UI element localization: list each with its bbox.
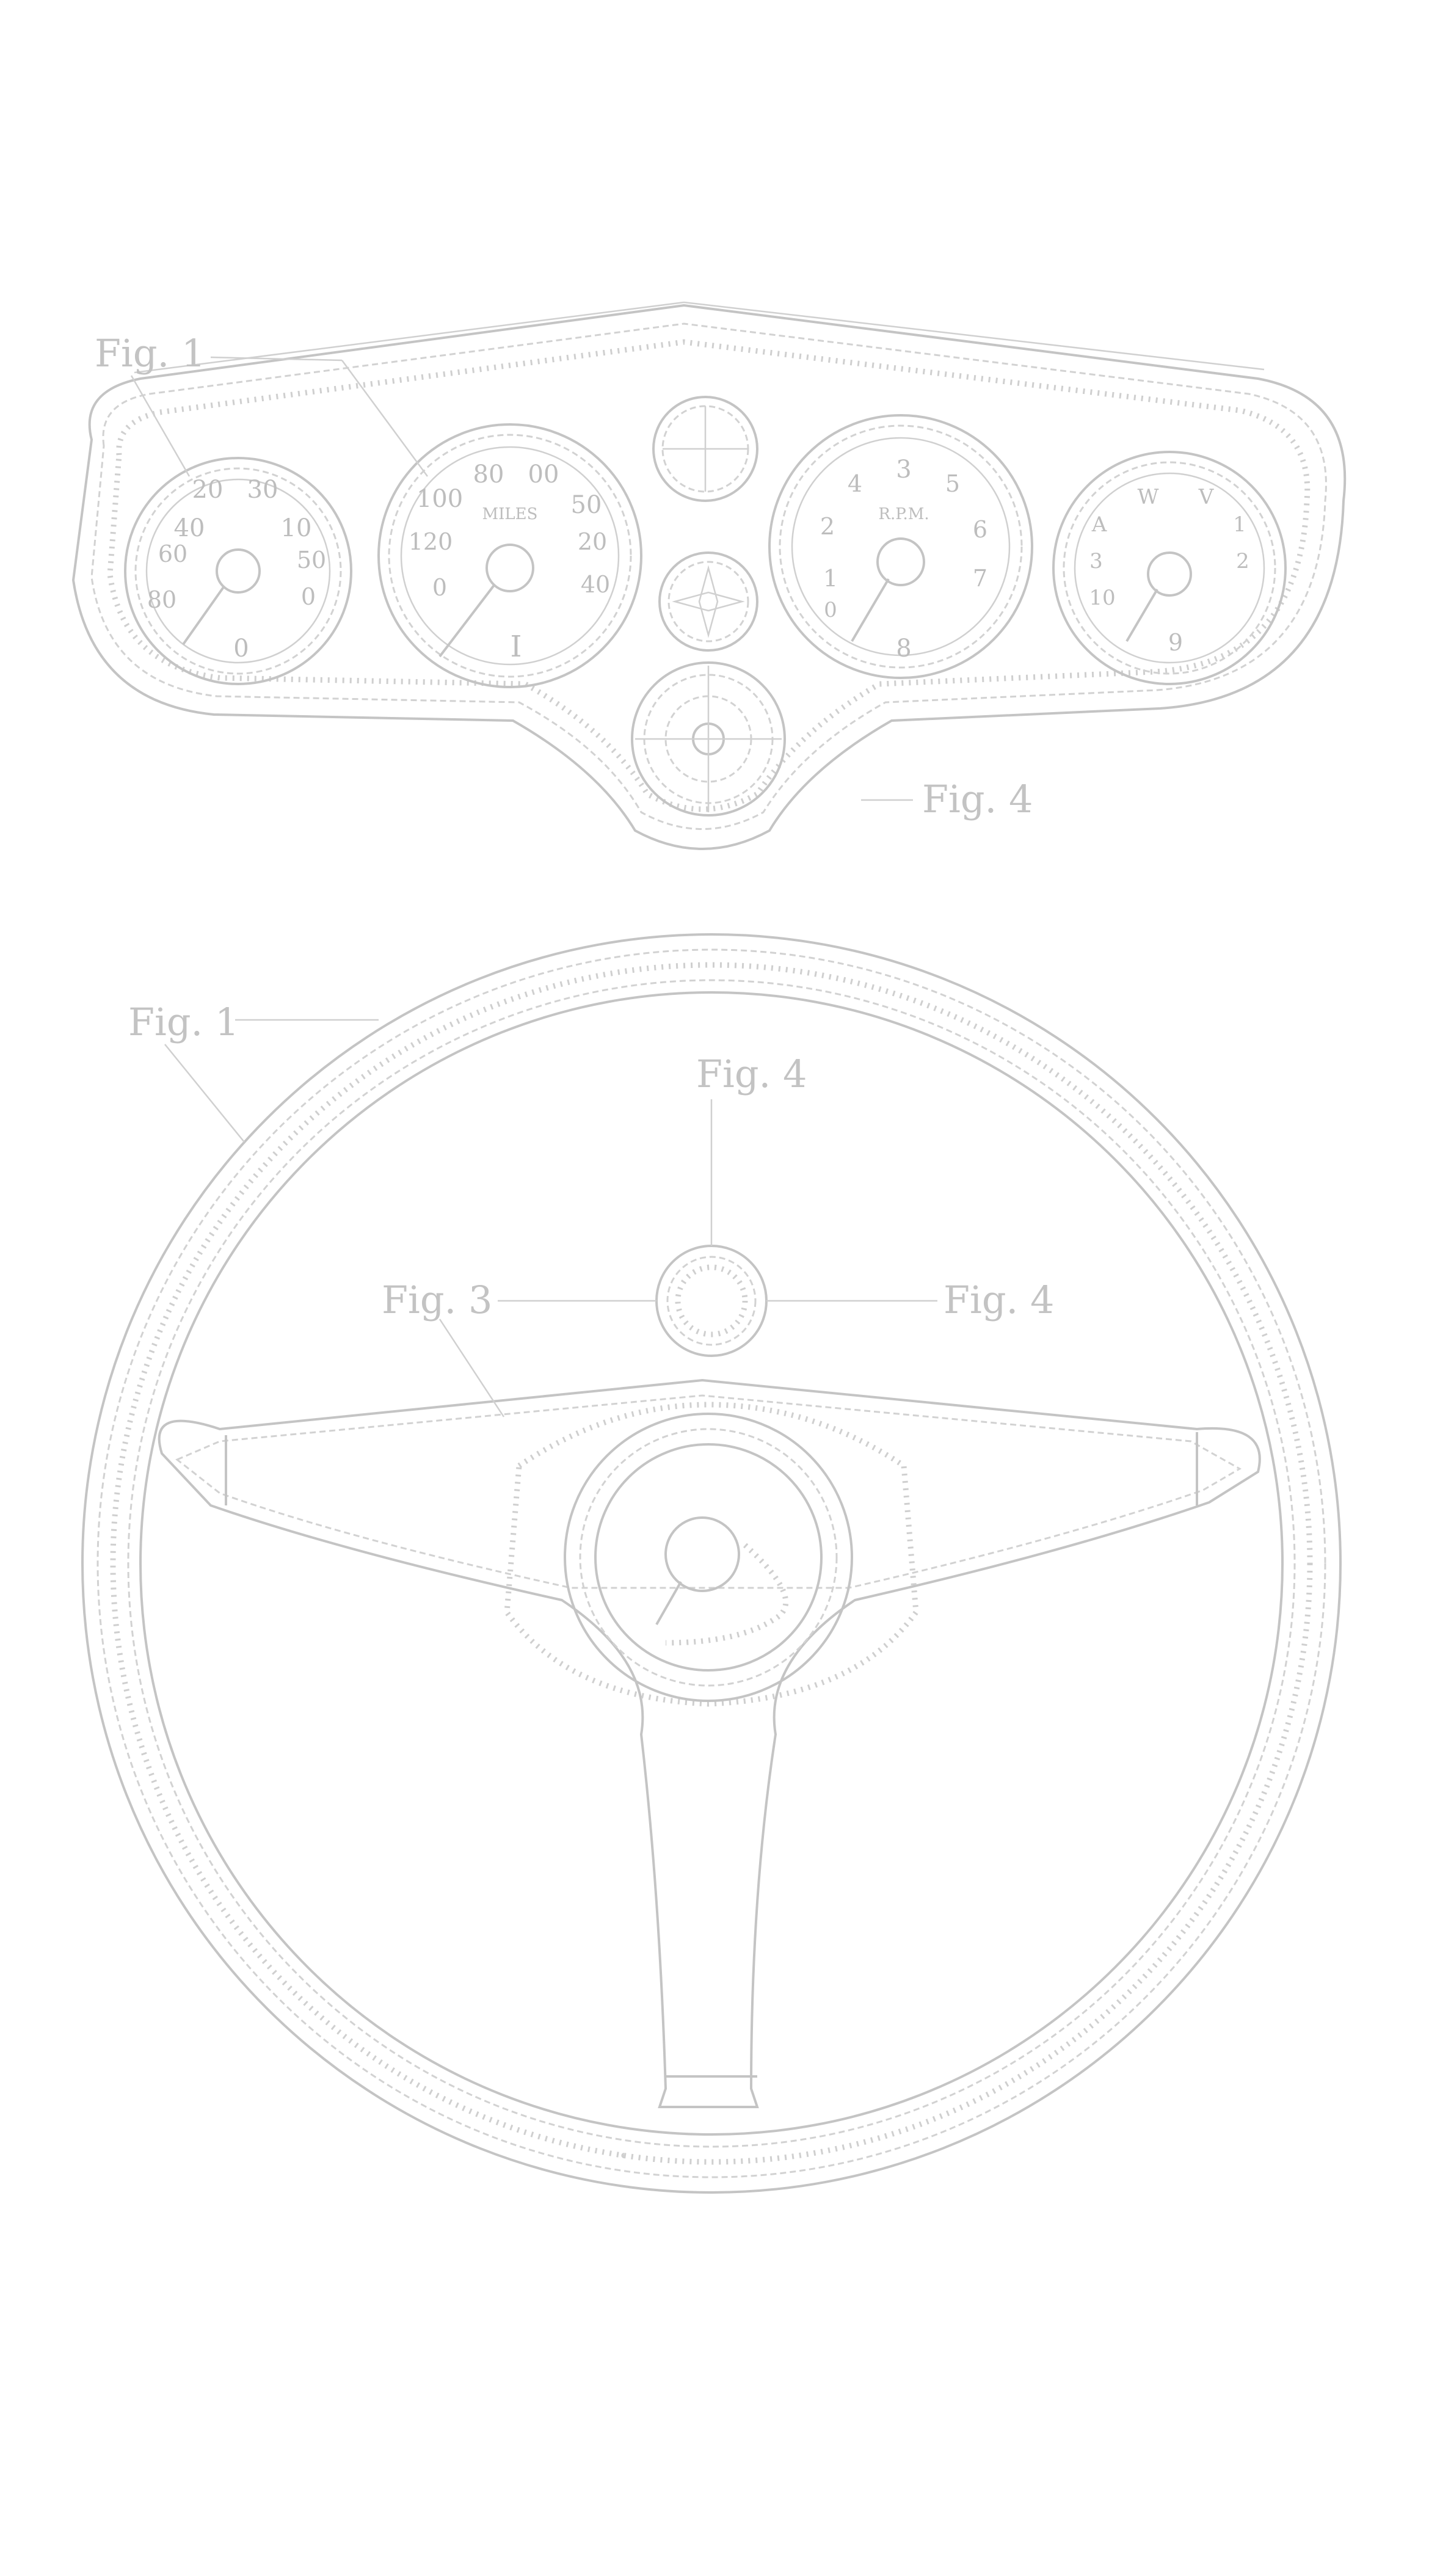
gauge-2-tick-label: 20 (578, 528, 607, 555)
gauge-3-tick-label: 5 (945, 470, 960, 497)
gauge-1: 20 30 40 10 60 50 80 0 0 (124, 457, 352, 685)
gauge-4-tick-label: W (1138, 485, 1159, 509)
gauge-1-tick-label: 30 (247, 476, 278, 504)
gauge-2-tick-label: 40 (581, 571, 610, 598)
leader-line (210, 356, 343, 362)
steering-wheel-hub (504, 1402, 919, 1707)
gauge-3-tick-label: 1 (823, 565, 838, 592)
gauge-2-bottom-label: I (511, 630, 522, 664)
gauge-1-tick-label: 10 (281, 514, 312, 542)
steering-wheel-spokes (158, 1378, 1261, 2108)
gauge-3-tick-label: 4 (848, 470, 862, 497)
gauge-3-tick-label: 6 (973, 516, 987, 543)
figure-label: Fig. 3 (382, 1278, 492, 1322)
gauge-2-tick-label: 80 (473, 460, 504, 489)
gauge-3-tick-label: 7 (973, 565, 987, 592)
center-small-dial-bottom (631, 661, 786, 817)
dashboard-panel (71, 301, 1347, 850)
gauge-2-tick-label: 120 (409, 528, 453, 555)
gauge-3-tick-label: 0 (824, 598, 837, 622)
gauge-1-tick-label: 40 (174, 514, 205, 542)
gauge-3-tick-label: 3 (896, 456, 911, 484)
gauge-2-tick-label: 0 (432, 574, 447, 601)
gauge-4: W V A 1 3 2 10 9 (1052, 451, 1287, 685)
figure-label: Fig. 4 (922, 777, 1033, 821)
leader-line (164, 1044, 245, 1143)
gauge-4-tick-label: 3 (1089, 549, 1103, 573)
center-small-dial-middle (658, 551, 758, 652)
figure-label: Fig. 1 (128, 1000, 239, 1044)
gauge-2: 80 00 100 50 120 20 0 40 MILES I (377, 423, 642, 688)
gauge-2-tick-label: 00 (528, 460, 559, 489)
gauge-4-tick-label: 2 (1236, 549, 1249, 573)
gauge-2-tick-label: 100 (416, 485, 463, 513)
gauge-2-caption: MILES (482, 505, 538, 523)
gauge-4-tick-label: A (1091, 512, 1107, 537)
gauge-3: 3 4 5 2 6 1 7 0 R.P.M. 8 (768, 414, 1033, 679)
gauge-1-tick-label: 80 (147, 586, 176, 613)
gauge-1-tick-label: 0 (301, 583, 316, 610)
gauge-1-bottom-label: 0 (233, 635, 249, 663)
leader-line (130, 375, 191, 477)
gauge-1-tick-label: 20 (192, 476, 224, 504)
center-small-dial-top (652, 396, 758, 502)
figure-label: Fig. 1 (95, 331, 205, 376)
figure-label: Fig. 4 (696, 1052, 807, 1096)
leader-line (341, 360, 429, 477)
gauge-2-tick-label: 50 (571, 491, 602, 519)
steering-wheel (81, 933, 1342, 2194)
figure-label: Fig. 4 (944, 1278, 1054, 1322)
gauge-4-bottom-label: 9 (1168, 629, 1183, 656)
leader-line (438, 1319, 505, 1417)
gauge-3-bottom-label: 8 (896, 635, 911, 663)
gauge-4-tick-label: 1 (1233, 512, 1246, 537)
gauge-1-tick-label: 50 (297, 547, 326, 573)
gauge-4-tick-label: 10 (1089, 586, 1115, 610)
gauge-1-tick-label: 60 (158, 540, 187, 567)
gauge-3-caption: R.P.M. (878, 505, 929, 523)
gauge-4-tick-label: V (1198, 485, 1215, 509)
horn-button (655, 1245, 768, 1357)
gauge-3-tick-label: 2 (820, 513, 835, 540)
